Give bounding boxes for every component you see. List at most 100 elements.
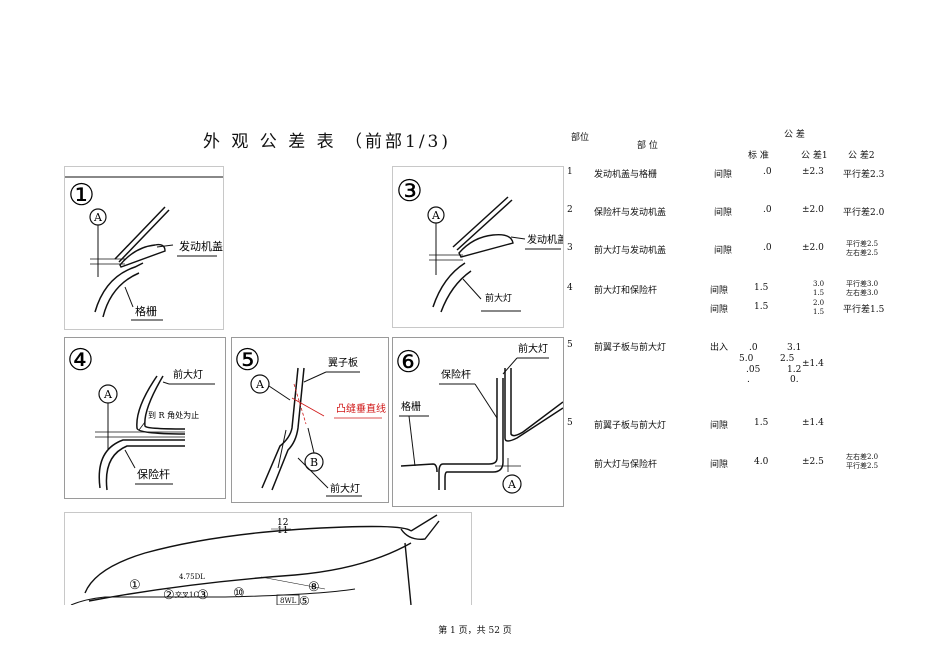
- row-7-standard: 4.0: [754, 457, 769, 467]
- row-4b-standard: 1.5: [754, 302, 769, 312]
- row-5-tol1: ±1.4: [802, 359, 824, 369]
- row-5-name: 前翼子板与前大灯: [594, 343, 667, 353]
- figure-6-label2: 保险杆: [441, 368, 471, 381]
- row-3-num: 3: [567, 243, 573, 253]
- header-part-left: 部位: [571, 133, 590, 143]
- row-1-type: 间隙: [714, 170, 733, 180]
- figure-3-label2: 前大灯: [485, 292, 512, 304]
- figure-4-number: ④: [67, 343, 94, 378]
- header-standard: 标 准: [748, 151, 769, 161]
- row-2-num: 2: [567, 205, 573, 215]
- row-6-tol1: ±1.4: [802, 418, 824, 428]
- overview-callout-2: ②: [163, 588, 175, 603]
- row-2-type: 间隙: [714, 208, 733, 218]
- figure-3: ③ A 发动机盖 前大灯: [392, 166, 564, 328]
- figure-5-label2: 凸缝垂直线: [336, 402, 386, 415]
- row-1-standard: .0: [763, 167, 772, 177]
- row-7-tol2a: 左右差2.0: [846, 453, 879, 461]
- overview-tag-3: 8WL: [280, 597, 297, 605]
- overview-callout-1: ①: [129, 578, 141, 593]
- header-tolerance: 公 差: [784, 130, 805, 140]
- row-5-num: 5: [567, 340, 573, 350]
- figure-6: ⑥ 前大灯 保险杆 格栅 A: [392, 337, 564, 507]
- row-5-v3: 5.0: [739, 354, 754, 364]
- figure-6-marker: A: [507, 478, 517, 491]
- figure-4-marker: A: [103, 388, 113, 401]
- row-2-tol2: 平行差2.0: [843, 208, 885, 218]
- row-5-v7: .: [747, 375, 750, 385]
- figure-6-label1: 前大灯: [518, 342, 548, 355]
- figure-1-label2: 格栅: [135, 304, 157, 318]
- row-3-tol2a: 平行差2.5: [846, 240, 879, 248]
- header-tol2: 公 差2: [848, 151, 875, 161]
- overview-callout-8: ⑧: [308, 580, 320, 595]
- row-3-standard: .0: [763, 243, 772, 253]
- row-4-type: 间隙: [710, 286, 729, 296]
- figure-1-label1: 发动机盖: [179, 239, 223, 253]
- overview-callout-5: ⑤: [299, 594, 310, 605]
- row-4-tol1b: 1.5: [813, 289, 825, 297]
- row-5-v2: 3.1: [787, 343, 802, 353]
- row-7-tol1: ±2.5: [802, 457, 824, 467]
- row-5-v8: 0.: [790, 375, 799, 385]
- figure-4: ④ A 前大灯 到 R 角处为止 保险杆: [64, 337, 226, 499]
- row-5-type: 出入: [710, 343, 729, 353]
- row-3-type: 间隙: [714, 246, 733, 256]
- row-1-tol2: 平行差2.3: [843, 170, 885, 180]
- row-4b-tol1d: 1.5: [813, 308, 825, 316]
- row-3-name: 前大灯与发动机盖: [594, 246, 667, 256]
- figure-1-number: ①: [68, 178, 95, 213]
- header-part: 部 位: [637, 141, 658, 151]
- figure-4-label3: 保险杆: [137, 467, 170, 481]
- row-4-name: 前大灯和保险杆: [594, 286, 658, 296]
- row-5-v1: .0: [749, 343, 758, 353]
- row-5-v6: 1.2: [787, 365, 802, 375]
- row-3-tol2b: 左右差2.5: [846, 249, 879, 257]
- row-4-tol1a: 3.0: [813, 280, 825, 288]
- overview-top-label: 12: [277, 518, 288, 528]
- figure-1: ① A 发动机盖 格栅: [64, 166, 224, 330]
- row-1-name: 发动机盖与格栅: [594, 170, 658, 180]
- row-4b-tol1c: 2.0: [813, 299, 825, 307]
- figure-6-label3: 格栅: [401, 400, 421, 413]
- page-footer: 第 1 页，共 52 页: [438, 626, 512, 636]
- figure-5-number: ⑤: [234, 343, 261, 378]
- figure-4-label2: 到 R 角处为止: [148, 410, 199, 420]
- figure-3-marker: A: [431, 209, 441, 222]
- figure-1-marker: A: [93, 211, 103, 224]
- row-4-standard: 1.5: [754, 283, 769, 293]
- row-1-num: 1: [567, 167, 573, 177]
- page-title: 外 观 公 差 表 （前部1/3): [203, 132, 452, 152]
- row-6-num: 5: [567, 418, 573, 428]
- overview-callout-3: ③: [197, 588, 209, 603]
- figure-6-number: ⑥: [395, 345, 422, 380]
- row-4-tol2a: 平行差3.0: [846, 280, 879, 288]
- row-7-tol2b: 平行差2.5: [846, 462, 879, 470]
- figure-5-label1: 翼子板: [328, 356, 358, 369]
- figure-3-number: ③: [396, 174, 423, 209]
- overview-tag-1: 4.75DL: [179, 573, 205, 581]
- row-4-num: 4: [567, 283, 573, 293]
- overview-callout-10: ⑩: [233, 586, 245, 601]
- row-6-type: 间隙: [710, 421, 729, 431]
- row-7-name: 前大灯与保险杆: [594, 460, 658, 470]
- row-2-tol1: ±2.0: [802, 205, 824, 215]
- row-2-standard: .0: [763, 205, 772, 215]
- row-5-v4: 2.5: [780, 354, 795, 364]
- figure-5-marker-a: A: [255, 378, 265, 391]
- row-4b-tol2c: 平行差1.5: [843, 305, 885, 315]
- row-6-standard: 1.5: [754, 418, 769, 428]
- row-1-tol1: ±2.3: [802, 167, 824, 177]
- row-2-name: 保险杆与发动机盖: [594, 208, 667, 218]
- row-4b-type: 间隙: [710, 305, 729, 315]
- vehicle-overview: 12 11 ① 4.75DL ② 交叉1C ③ ⑩ ⑧ 8WL ⑤: [64, 512, 472, 605]
- row-3-tol1: ±2.0: [802, 243, 824, 253]
- figure-5: ⑤ A 凸缝垂直线 翼子板 B 前大灯: [231, 337, 389, 503]
- figure-4-label1: 前大灯: [173, 368, 203, 381]
- overview-tag-2: 交叉1C: [175, 590, 199, 599]
- row-7-type: 间隙: [710, 460, 729, 470]
- figure-5-marker-b: B: [310, 456, 318, 469]
- figure-5-label3: 前大灯: [330, 482, 360, 495]
- header-tol1: 公 差1: [801, 151, 828, 161]
- row-5-v5: .05: [746, 365, 761, 375]
